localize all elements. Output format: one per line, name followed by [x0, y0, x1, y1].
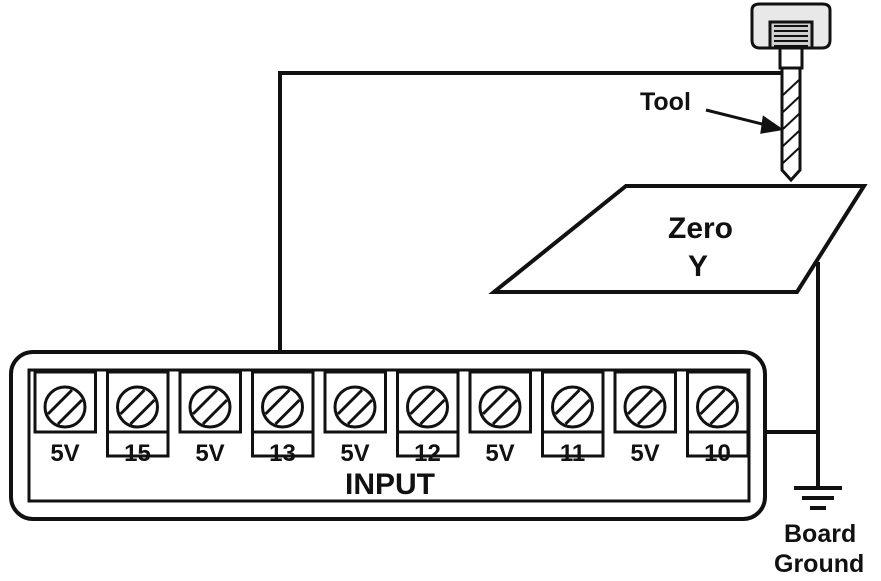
terminal-label: 13	[269, 440, 296, 467]
screw-terminal-icon[interactable]	[478, 385, 522, 429]
terminal-3[interactable]: 5V	[178, 370, 242, 467]
terminal-8[interactable]: 11	[541, 370, 605, 467]
terminal-label: 11	[560, 440, 585, 467]
terminal-10[interactable]: 10	[686, 370, 750, 467]
screw-terminal-icon[interactable]	[261, 385, 304, 429]
terminal-1[interactable]: 5V	[33, 370, 97, 467]
zero-plate	[488, 184, 868, 294]
terminal-label: 5V	[195, 440, 224, 467]
ground-symbol-icon	[794, 486, 842, 510]
screw-terminal-icon[interactable]	[188, 385, 232, 429]
tool-label: Tool	[640, 88, 691, 116]
screw-terminal-icon[interactable]	[623, 385, 667, 429]
terminal-label: 5V	[340, 440, 369, 467]
spindle-icon	[750, 2, 832, 70]
terminal-label: 12	[414, 440, 441, 467]
screw-terminal-icon[interactable]	[116, 385, 159, 429]
terminal-5[interactable]: 5V	[323, 370, 387, 467]
screw-terminal-icon[interactable]	[333, 385, 377, 429]
terminal-label: 5V	[485, 440, 514, 467]
terminal-9[interactable]: 5V	[613, 370, 677, 467]
tool-pointer-arrow	[705, 108, 784, 134]
terminal-7[interactable]: 5V	[468, 370, 532, 467]
terminal-2[interactable]: 15	[106, 370, 170, 467]
drill-bit-icon	[780, 66, 802, 183]
terminal-label: 15	[124, 440, 151, 467]
screw-terminal-icon[interactable]	[551, 385, 594, 429]
ground-label: Ground	[774, 550, 864, 578]
screw-terminal-icon[interactable]	[43, 385, 87, 429]
input-label: INPUT	[345, 468, 435, 501]
zero-label: Zero	[668, 212, 733, 245]
terminal-4[interactable]: 13	[251, 370, 315, 467]
axis-label: Y	[688, 250, 708, 283]
terminal-6[interactable]: 12	[396, 370, 460, 467]
terminal-strip: 5V 15 5V 13 5V 12 5V 11 5V 10	[33, 370, 750, 467]
terminal-label: 5V	[630, 440, 659, 467]
terminal-label: 10	[704, 440, 731, 467]
tool-signal-wire	[278, 71, 782, 390]
screw-terminal-icon[interactable]	[406, 385, 449, 429]
board-label: Board	[784, 520, 856, 548]
screw-terminal-icon[interactable]	[696, 385, 739, 429]
terminal-label: 5V	[50, 440, 79, 467]
